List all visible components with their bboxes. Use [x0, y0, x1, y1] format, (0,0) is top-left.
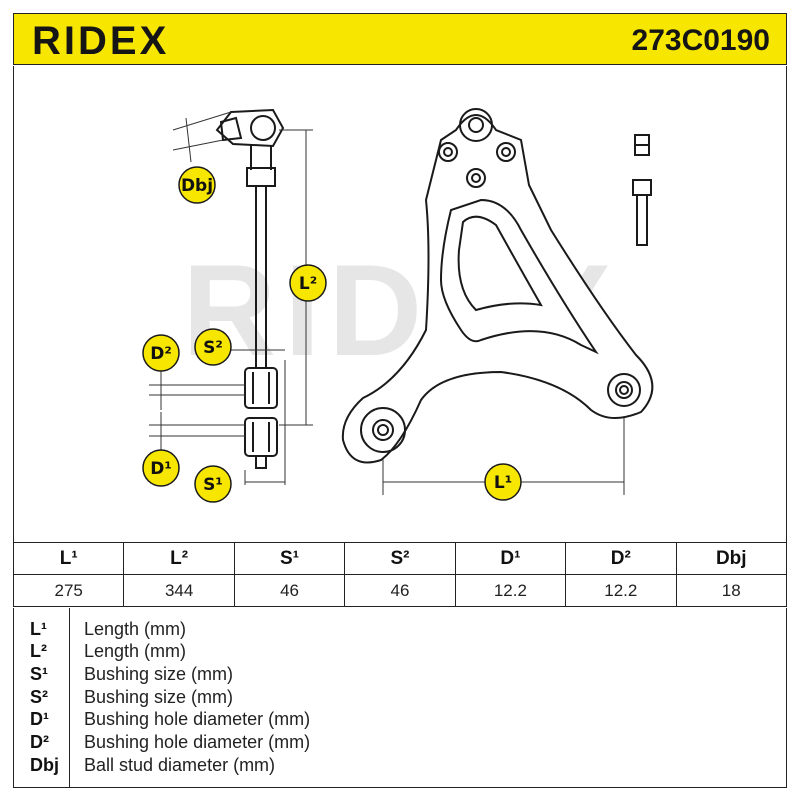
- brand-logo: RIDEX: [32, 19, 170, 63]
- legend-row: Dbj Ball stud diameter (mm): [14, 755, 786, 777]
- bolt-and-nut: [632, 134, 652, 246]
- legend-symbol: L¹: [30, 619, 47, 639]
- legend-symbol: D²: [30, 732, 49, 752]
- legend-row: L² Length (mm): [14, 641, 786, 663]
- value-d1: 12.2: [454, 574, 567, 607]
- value-d2: 12.2: [565, 574, 677, 607]
- legend-description: Length (mm): [84, 619, 187, 639]
- legend-description: Bushing size (mm): [84, 664, 234, 684]
- badge-s1-text: S¹: [203, 475, 223, 495]
- badge-l1-text: L¹: [494, 473, 512, 493]
- col-s1: S¹: [233, 542, 346, 575]
- value-l1: 275: [12, 574, 125, 607]
- header-bar: RIDEX 273C0190: [13, 13, 787, 65]
- badge-d1-text: D¹: [150, 459, 172, 479]
- legend-symbol: L²: [30, 641, 47, 661]
- col-s2: S²: [344, 542, 456, 575]
- badge-d1: D¹: [142, 449, 180, 487]
- value-s1: 46: [233, 574, 346, 607]
- legend-box: L¹ Length (mm) L² Length (mm) S¹ Bushing…: [13, 608, 787, 788]
- value-s2: 46: [344, 574, 456, 607]
- col-dbj: Dbj: [675, 542, 788, 575]
- legend-row: S² Bushing size (mm): [14, 687, 786, 709]
- legend-divider: [69, 608, 70, 787]
- badge-dbj: Dbj: [178, 166, 216, 204]
- legend-row: L¹ Length (mm): [14, 619, 786, 641]
- col-d1: D¹: [454, 542, 567, 575]
- legend-symbol: D¹: [30, 709, 49, 729]
- legend-description: Bushing hole diameter (mm): [84, 732, 311, 752]
- technical-diagram: RIDEX: [13, 66, 787, 542]
- value-l2: 344: [123, 574, 235, 607]
- badge-dbj-text: Dbj: [181, 176, 213, 196]
- badge-s2-text: S²: [203, 338, 223, 358]
- specs-table: L¹ L² S¹ S² D¹ D² Dbj 275 344 46 46 12.2…: [12, 542, 788, 607]
- legend-row: S¹ Bushing size (mm): [14, 664, 786, 686]
- badge-d2-text: D²: [150, 344, 172, 364]
- legend-description: Length (mm): [84, 641, 187, 661]
- legend-description: Bushing hole diameter (mm): [84, 709, 311, 729]
- part-number: 273C0190: [631, 24, 770, 57]
- badge-s2: S²: [194, 328, 232, 366]
- badge-l1: L¹: [484, 463, 522, 501]
- col-d2: D²: [565, 542, 677, 575]
- legend-symbol: S¹: [30, 664, 48, 684]
- legend-description: Bushing size (mm): [84, 687, 234, 707]
- specs-value-row: 275 344 46 46 12.2 12.2 18: [12, 574, 788, 607]
- legend-row: D² Bushing hole diameter (mm): [14, 732, 786, 754]
- control-arm: [341, 108, 654, 464]
- legend-row: D¹ Bushing hole diameter (mm): [14, 709, 786, 731]
- legend-symbol: Dbj: [30, 755, 59, 775]
- badge-d2: D²: [142, 334, 180, 372]
- badge-s1: S¹: [194, 465, 232, 503]
- badge-l2-text: L²: [299, 274, 317, 294]
- col-l2: L²: [123, 542, 235, 575]
- col-l1: L¹: [12, 542, 125, 575]
- value-dbj: 18: [675, 574, 788, 607]
- specs-header-row: L¹ L² S¹ S² D¹ D² Dbj: [12, 542, 788, 575]
- side-view: [215, 108, 285, 469]
- badge-l2: L²: [289, 264, 327, 302]
- legend-symbol: S²: [30, 687, 48, 707]
- legend-description: Ball stud diameter (mm): [84, 755, 276, 775]
